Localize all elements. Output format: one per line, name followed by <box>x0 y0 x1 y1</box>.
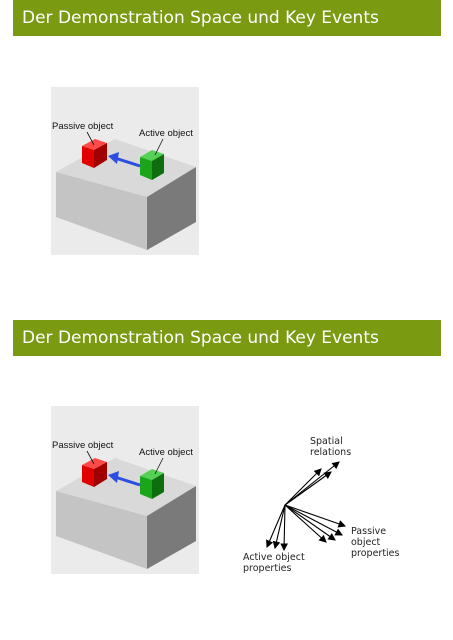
active-object-label: Active object <box>139 447 193 458</box>
scene-figure: Passive object Active object <box>51 87 199 255</box>
active-object-properties-label: Active object properties <box>243 552 305 574</box>
slide-title: Der Demonstration Space und Key Events <box>13 0 441 36</box>
scene-figure: Passive object Active object <box>51 406 199 574</box>
vector-fan <box>266 461 347 552</box>
slide-title: Der Demonstration Space und Key Events <box>13 320 441 356</box>
feature-space-diagram: Spatial relations Passive object propert… <box>238 430 418 580</box>
scene-illustration: Passive object Active object <box>51 406 199 574</box>
passive-object-label: Passive object <box>52 440 114 451</box>
scene-illustration: Passive object Active object <box>51 87 199 255</box>
passive-object-properties-label: Passive object properties <box>351 526 400 559</box>
active-object-label: Active object <box>139 128 193 139</box>
passive-object-label: Passive object <box>52 121 114 132</box>
spatial-relations-label: Spatial relations <box>310 436 352 458</box>
